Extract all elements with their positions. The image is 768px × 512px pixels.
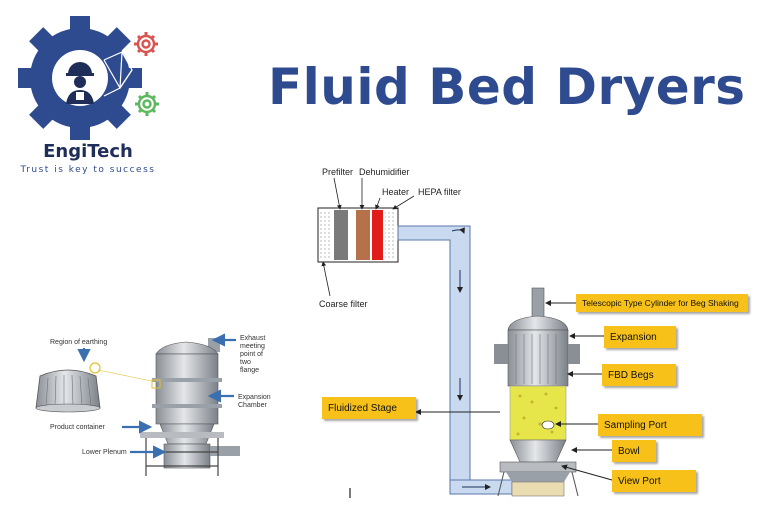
air-handling-unit [317, 207, 399, 263]
label-hepa-filter: HEPA filter [418, 187, 461, 197]
fbd-tower [140, 338, 240, 476]
label-heater: Heater [382, 187, 410, 197]
label-exhaust-3: point of [240, 351, 263, 358]
callout-bowl: Bowl [612, 440, 656, 462]
label-expansion-chamber-1: Expansion [238, 394, 271, 401]
label-exhaust-5: flange [240, 367, 260, 374]
label-exhaust-4: two [240, 359, 251, 366]
brand-tagline: Trust is key to success [20, 165, 156, 175]
callout-view-port: View Port [612, 470, 696, 492]
page-title: Fluid Bed Dryers [268, 58, 746, 116]
dryer-machine [494, 287, 580, 497]
label-dehumidifier: Dehumidifier [359, 167, 410, 177]
dehumidifier-block [356, 210, 370, 260]
hepa-filter-block [385, 210, 396, 260]
label-exhaust-1: Exhaust [240, 335, 266, 342]
callout-telescopic-cylinder: Telescopic Type Cylinder for Beg Shaking [576, 294, 748, 312]
label-prefilter: Prefilter [322, 167, 354, 177]
brand-name: EngiTech [43, 141, 133, 162]
label-expansion-chamber-2: Chamber [238, 402, 267, 409]
prefilter-block [334, 210, 348, 260]
callout-sampling-port: Sampling Port [598, 414, 702, 436]
engineer-icon [66, 62, 94, 104]
label-region-of-earthing: Region of earthing [50, 339, 108, 346]
callout-expansion: Expansion [604, 326, 676, 348]
heater-block [372, 210, 383, 260]
green-gear-icon [135, 92, 159, 116]
callout-fluidized-stage: Fluidized Stage [322, 397, 416, 419]
coarse-filter-block [320, 210, 332, 260]
red-gear-icon [134, 32, 158, 56]
label-coarse-filter: Coarse filter [319, 299, 368, 309]
bag-dome [35, 362, 101, 413]
label-exhaust-2: meeting [240, 343, 265, 350]
label-product-container: Product container [50, 424, 105, 431]
label-lower-plenum: Lower Plenum [82, 449, 127, 456]
sampling-port-window [541, 420, 555, 430]
callout-fbd-begs: FBD Begs [602, 364, 676, 386]
